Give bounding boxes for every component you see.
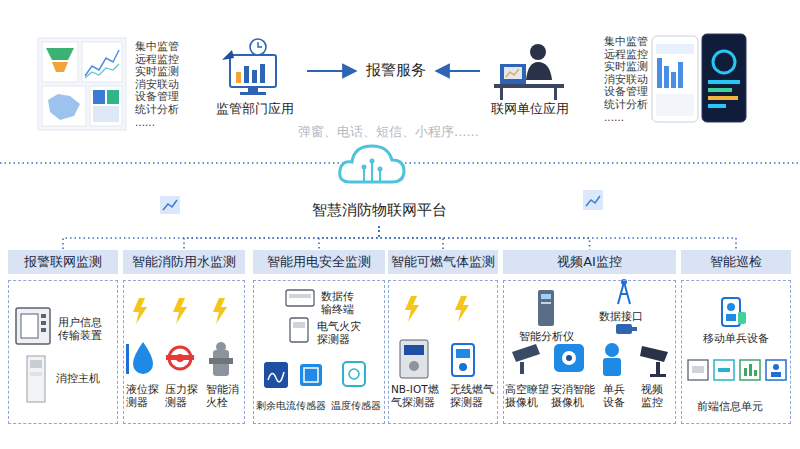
- device-label: 数据传输终端: [321, 290, 359, 315]
- feature-item: 消安联动: [135, 78, 179, 91]
- monitor-icon: [222, 39, 276, 95]
- phone-screens: [652, 34, 746, 122]
- category-panel: 视频AI监控智能分析仪 数据接口高空瞭望摄像机安消智能摄像机单兵设备视频监控: [503, 250, 676, 424]
- device-label: 压力探测器: [165, 383, 201, 408]
- app-node: 监管部门应用: [205, 35, 305, 123]
- feature-item: 实时监测: [604, 60, 648, 73]
- tree-connector: [379, 226, 443, 250]
- feature-item: 实时监测: [135, 65, 179, 78]
- category-panel: 智能用电安全监测数据传输终端电气火灾探测器剩余电流传感器温度传感器: [253, 250, 385, 424]
- device-label: 消控主机: [56, 372, 106, 385]
- device-icons-5: [512, 279, 668, 377]
- device-label: 视频监控: [641, 383, 665, 408]
- device-label: 液位探测器: [126, 383, 162, 408]
- feature-item: 设备管理: [135, 90, 179, 103]
- dashboard-thumbnails: [38, 38, 126, 130]
- device-label: 用户信息传输装置: [58, 316, 108, 341]
- category-heading: 报警联网监测: [8, 250, 118, 274]
- flow-arrow: [307, 70, 356, 72]
- device-label: 高空瞭望摄像机: [505, 383, 549, 408]
- device-label: 数据接口: [599, 310, 645, 323]
- device-label: 剩余电流传感器: [256, 400, 328, 412]
- feature-item: 设备管理: [604, 85, 648, 98]
- tree-connector: [319, 226, 379, 250]
- device-label: 前端信息单元: [697, 400, 769, 413]
- node-label: 智慧消防物联网平台: [298, 201, 460, 219]
- device-icons-1: [16, 308, 50, 402]
- device-icons-4: [400, 296, 474, 378]
- feature-item: 集中监管: [604, 35, 648, 48]
- service-node: 报警服务: [358, 59, 434, 83]
- feature-item: 集中监管: [135, 40, 179, 53]
- category-panel: 智能可燃气体监测 NB-IOT燃气探测器无线燃气探测器: [388, 250, 498, 424]
- device-label: 电气火灾探测器: [317, 320, 367, 345]
- tree-connector: [184, 226, 379, 250]
- channel-note: 弹窗、电话、短信、小程序......: [298, 124, 479, 140]
- device-label: 温度传感器: [331, 400, 383, 412]
- dashed-panel: [8, 280, 118, 424]
- node-label: 联网单位应用: [482, 101, 578, 117]
- device-icons-6: [688, 298, 786, 380]
- app-node: 联网单位应用: [482, 35, 578, 123]
- device-label: 智能分析仪: [519, 330, 577, 343]
- device-label: 移动单兵设备: [703, 332, 775, 345]
- category-heading: 视频AI监控: [503, 250, 676, 274]
- operator-icon: [494, 44, 564, 100]
- category-panel: 智能巡检移动单兵设备前端信息单元: [681, 250, 791, 424]
- device-label: 单兵设备: [603, 383, 627, 408]
- category-heading: 智能巡检: [681, 250, 791, 274]
- category-heading: 智能用电安全监测: [253, 250, 385, 274]
- feature-item: 远程监控: [604, 48, 648, 61]
- feature-item: ......: [604, 111, 624, 124]
- feature-item: 远程监控: [135, 53, 179, 66]
- device-icons-2: [126, 298, 233, 376]
- feature-item: 消安联动: [604, 73, 648, 86]
- node-label: 报警服务: [358, 61, 434, 79]
- feature-item: ......: [135, 116, 155, 129]
- tree-connector: [379, 226, 736, 250]
- flow-arrow: [436, 70, 480, 72]
- node-label: 监管部门应用: [205, 101, 305, 117]
- category-panel: 报警联网监测用户信息传输装置消控主机: [8, 250, 118, 424]
- feature-item: 统计分析: [135, 103, 179, 116]
- device-label: 安消智能摄像机: [551, 383, 595, 408]
- category-heading: 智能消防用水监测: [123, 250, 245, 274]
- feature-item: 统计分析: [604, 98, 648, 111]
- device-label: 智能消火栓: [206, 383, 242, 408]
- cloud-icon: [340, 146, 404, 182]
- category-heading: 智能可燃气体监测: [388, 250, 498, 274]
- device-label: NB-IOT燃气探测器: [391, 383, 447, 408]
- category-panel: 智能消防用水监测液位探测器压力探测器智能消火栓: [123, 250, 245, 424]
- platform-node: 智慧消防物联网平台: [298, 196, 460, 226]
- device-label: 无线燃气探测器: [450, 383, 494, 408]
- tree-connector: [63, 226, 379, 250]
